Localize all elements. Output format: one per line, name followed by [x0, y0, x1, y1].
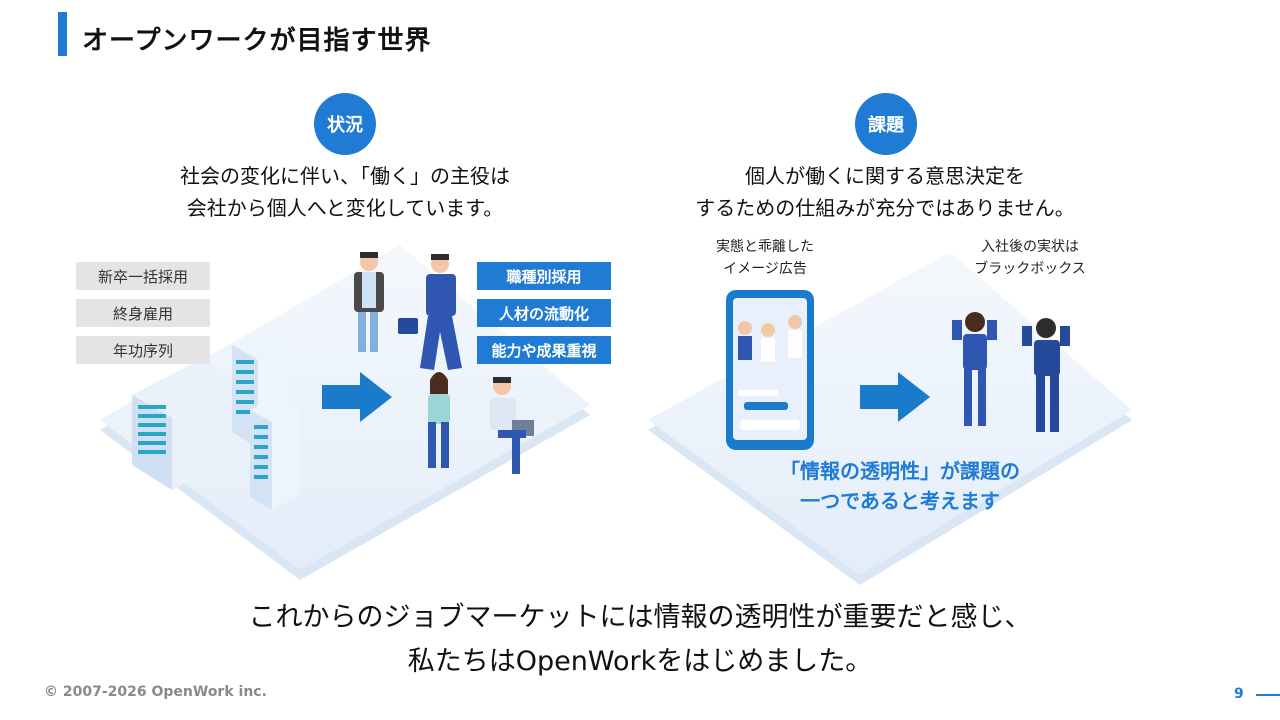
old-tag-new-grad: 新卒一括採用 [76, 262, 210, 290]
issue-caption-line2: するための仕組みが充分ではありません。 [695, 196, 1075, 220]
image-ad-label: 実態と乖離した イメージ広告 [690, 236, 840, 280]
conclusion-line2: 私たちはOpenWorkをはじめました。 [407, 646, 873, 677]
conclusion-line1: これからのジョブマーケットには情報の透明性が重要だと感じ、 [248, 602, 1032, 633]
situation-badge: 状況 [314, 93, 376, 155]
page-number-line [1256, 694, 1280, 696]
phone-ad-illustration [726, 290, 814, 450]
blackbox-label-line1: 入社後の実状は [981, 239, 1079, 255]
image-ad-label-line1: 実態と乖離した [716, 239, 814, 255]
workers-illustration [354, 252, 534, 474]
old-tag-lifetime: 終身雇用 [76, 299, 210, 327]
old-tag-seniority: 年功序列 [76, 336, 210, 364]
issue-caption-line1: 個人が働くに関する意思決定を [745, 164, 1025, 188]
arrow-right-icon [322, 372, 392, 422]
issue-badge: 課題 [855, 93, 917, 155]
highlight-line2: 一つであると考えます [800, 489, 1000, 513]
highlight-line1: 「情報の透明性」が課題の [780, 459, 1020, 483]
copyright: © 2007-2026 OpenWork inc. [44, 684, 267, 700]
situation-caption-line2: 会社から個人へと変化しています。 [186, 196, 504, 220]
new-tag-job-type: 職種別採用 [477, 262, 611, 290]
confused-workers-illustration [952, 312, 1070, 432]
office-buildings-illustration [132, 330, 300, 510]
blackbox-label: 入社後の実状は ブラックボックス [955, 236, 1105, 280]
page-number: 9 [1234, 686, 1244, 702]
transparency-highlight: 「情報の透明性」が課題の 一つであると考えます [700, 456, 1100, 516]
issue-caption: 個人が働くに関する意思決定を するための仕組みが充分ではありません。 [650, 160, 1120, 224]
arrow-right-icon-2 [860, 372, 930, 422]
new-tag-mobility: 人材の流動化 [477, 299, 611, 327]
title-accent-bar [58, 12, 67, 56]
conclusion-text: これからのジョブマーケットには情報の透明性が重要だと感じ、 私たちはOpenWo… [100, 596, 1180, 684]
blackbox-label-line2: ブラックボックス [974, 261, 1086, 277]
page-title: オープンワークが目指す世界 [82, 26, 432, 56]
image-ad-label-line2: イメージ広告 [723, 261, 807, 277]
situation-caption: 社会の変化に伴い、「働く」の主役は 会社から個人へと変化しています。 [120, 160, 570, 224]
new-tag-merit: 能力や成果重視 [477, 336, 611, 364]
situation-caption-line1: 社会の変化に伴い、「働く」の主役は [180, 164, 510, 188]
right-platform [648, 252, 1132, 585]
